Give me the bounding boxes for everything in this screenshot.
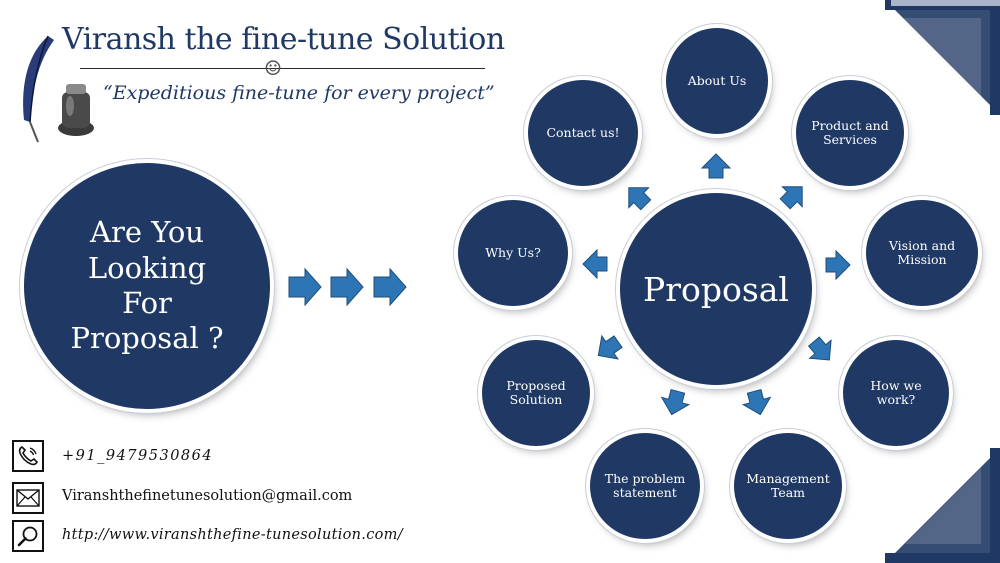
node-problem-statement-label-1: The problem xyxy=(604,470,686,486)
contact-email[interactable]: Viranshthefinetunesolution@gmail.com xyxy=(62,488,353,504)
node-proposed-solution: Proposed Solution xyxy=(482,340,590,446)
contact-phone: +91_9479530864 xyxy=(62,448,214,464)
hero-line-2: Looking xyxy=(87,250,207,285)
node-vision-mission: Vision and Mission xyxy=(866,200,978,306)
node-how-we-work-label-1: How we xyxy=(870,377,922,393)
arrow-left-icon xyxy=(582,249,608,279)
search-icon xyxy=(12,520,44,552)
node-product-services-label-2: Services xyxy=(823,132,877,147)
proposal-center-circle: Proposal xyxy=(620,193,812,385)
phone-icon xyxy=(12,440,44,472)
arrow-down-right-icon xyxy=(802,332,841,370)
arrow-right-icon xyxy=(330,267,364,307)
node-how-we-work-label-2: work? xyxy=(876,392,916,407)
corner-decoration-bottom-right xyxy=(885,448,1000,563)
node-product-services: Product and Services xyxy=(796,80,904,186)
node-how-we-work: How we work? xyxy=(843,340,949,446)
arrow-up-right-icon xyxy=(774,176,813,215)
tagline: “Expeditious fine-tune for every project… xyxy=(103,82,495,104)
node-product-services-label-1: Product and xyxy=(811,117,889,133)
node-problem-statement: The problem statement xyxy=(590,433,700,539)
arrow-right-icon xyxy=(825,250,851,280)
node-vision-mission-label-2: Mission xyxy=(897,252,947,267)
hero-line-1: Are You xyxy=(90,215,204,250)
node-management-team: Management Team xyxy=(734,433,842,539)
node-contact-us-label: Contact us! xyxy=(546,124,620,140)
mail-icon xyxy=(12,482,44,514)
contact-website[interactable]: http://www.viranshthefine-tunesolution.c… xyxy=(62,527,403,543)
corner-decoration-top-right xyxy=(885,0,1000,115)
hero-line-3: For xyxy=(122,286,172,320)
title-divider xyxy=(80,68,485,69)
arrow-up-left-icon xyxy=(618,177,657,216)
brand-title: Viransh the fine-tune Solution xyxy=(62,22,505,57)
node-management-team-label-2: Team xyxy=(770,485,806,500)
smiley-icon: ☺ xyxy=(264,56,282,80)
quill-inkwell-logo xyxy=(23,35,94,143)
arrow-down-icon xyxy=(657,387,692,419)
arrow-right-icon xyxy=(288,267,322,307)
arrow-up-icon xyxy=(701,153,731,179)
center-label: Proposal xyxy=(642,269,789,309)
node-contact-us: Contact us! xyxy=(528,80,638,186)
hero-line-4: Proposal ? xyxy=(70,321,224,356)
node-proposed-solution-label-1: Proposed xyxy=(506,377,566,393)
node-vision-mission-label-1: Vision and xyxy=(888,237,956,253)
node-about-us-label: About Us xyxy=(687,72,747,88)
node-problem-statement-label-2: statement xyxy=(613,485,677,500)
node-proposed-solution-label-2: Solution xyxy=(509,392,563,407)
arrow-down-icon xyxy=(740,387,775,419)
node-why-us: Why Us? xyxy=(458,200,568,306)
node-about-us: About Us xyxy=(666,28,768,134)
arrow-right-icon xyxy=(373,267,407,307)
node-why-us-label: Why Us? xyxy=(485,244,541,260)
arrow-down-left-icon xyxy=(589,329,627,368)
node-management-team-label-1: Management xyxy=(746,470,830,486)
hero-circle: Are You Looking For Proposal ? xyxy=(24,163,270,409)
